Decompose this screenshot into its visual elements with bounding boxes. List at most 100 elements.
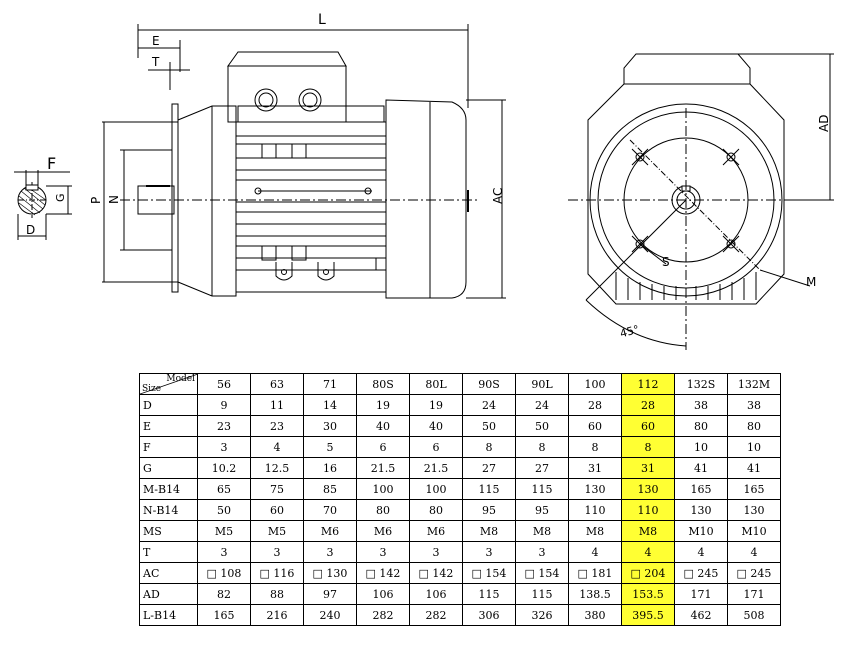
table-cell: 30 <box>303 415 357 437</box>
table-cell: 14 <box>303 394 357 416</box>
table-cell: 21.5 <box>356 457 410 479</box>
table-cell: 3 <box>462 541 516 563</box>
table-cell: 3 <box>515 541 569 563</box>
table-cell: 80 <box>409 499 463 521</box>
table-cell: 31 <box>621 457 675 479</box>
table-row: AC□ 108□ 116□ 130□ 142□ 142□ 154□ 154□ 1… <box>139 562 781 584</box>
table-cell: 23 <box>197 415 251 437</box>
table-cell: 171 <box>674 583 728 605</box>
table-cell: 4 <box>674 541 728 563</box>
table-cell: 27 <box>462 457 516 479</box>
table-cell: 28 <box>568 394 622 416</box>
table-cell: 130 <box>674 499 728 521</box>
dim-label-e: E <box>152 34 160 48</box>
table-cell: M5 <box>197 520 251 542</box>
column-header-model: 112 <box>621 373 675 395</box>
dim-label-t: T <box>151 55 160 69</box>
table-cell: 85 <box>303 478 357 500</box>
table-cell: 171 <box>727 583 781 605</box>
table-cell: 462 <box>674 604 728 626</box>
table-cell: 106 <box>409 583 463 605</box>
row-label: MS <box>139 520 198 542</box>
row-label: AC <box>139 562 198 584</box>
table-corner-cell: Model Size <box>139 373 198 395</box>
table-cell: 19 <box>356 394 410 416</box>
table-cell: 165 <box>674 478 728 500</box>
row-label: D <box>139 394 198 416</box>
table-cell: 19 <box>409 394 463 416</box>
table-cell: 24 <box>515 394 569 416</box>
table-cell: 10 <box>727 436 781 458</box>
dim-label-ad: AD <box>817 115 831 132</box>
row-label: AD <box>139 583 198 605</box>
table-cell: 282 <box>356 604 410 626</box>
motor-front-view: S M AD 45° <box>568 53 834 350</box>
table-cell: 60 <box>621 415 675 437</box>
table-cell: M5 <box>250 520 304 542</box>
table-cell: 165 <box>197 604 251 626</box>
table-cell: 40 <box>409 415 463 437</box>
dim-label-angle: 45° <box>619 323 641 341</box>
table-cell: 110 <box>621 499 675 521</box>
table-cell: 38 <box>727 394 781 416</box>
table-cell: 380 <box>568 604 622 626</box>
table-cell: 40 <box>356 415 410 437</box>
table-cell: 240 <box>303 604 357 626</box>
table-cell: 27 <box>515 457 569 479</box>
table-cell: 95 <box>515 499 569 521</box>
table-cell: M8 <box>515 520 569 542</box>
table-cell: 3 <box>197 541 251 563</box>
table-cell: 60 <box>568 415 622 437</box>
table-cell: 100 <box>409 478 463 500</box>
table-cell: 3 <box>356 541 410 563</box>
table-cell: 10.2 <box>197 457 251 479</box>
table-cell: 97 <box>303 583 357 605</box>
table-cell: 115 <box>515 583 569 605</box>
corner-diagonal <box>140 374 197 394</box>
table-cell: 4 <box>250 436 304 458</box>
table-cell: 4 <box>727 541 781 563</box>
table-cell: 11 <box>250 394 304 416</box>
dim-label-d: D <box>26 223 35 237</box>
table-cell: 6 <box>356 436 410 458</box>
table-cell: 100 <box>356 478 410 500</box>
table-cell: 60 <box>250 499 304 521</box>
table-cell: 50 <box>515 415 569 437</box>
dim-label-f: F <box>47 154 56 173</box>
table-cell: 115 <box>462 478 516 500</box>
table-cell: 80 <box>727 415 781 437</box>
table-cell: 395.5 <box>621 604 675 626</box>
column-header-model: 56 <box>197 373 251 395</box>
table-cell: M6 <box>409 520 463 542</box>
row-label: L-B14 <box>139 604 198 626</box>
table-cell: 41 <box>674 457 728 479</box>
table-cell: 38 <box>674 394 728 416</box>
dim-label-l: L <box>318 12 326 28</box>
table-cell: 95 <box>462 499 516 521</box>
column-header-model: 90L <box>515 373 569 395</box>
column-header-model: 132S <box>674 373 728 395</box>
row-label: E <box>139 415 198 437</box>
table-cell: 4 <box>621 541 675 563</box>
table-cell: 88 <box>250 583 304 605</box>
column-header-model: 100 <box>568 373 622 395</box>
corner-label-model: Model <box>166 374 195 384</box>
table-cell: □ 154 <box>515 562 569 584</box>
table-cell: 65 <box>197 478 251 500</box>
table-cell: 326 <box>515 604 569 626</box>
table-cell: 31 <box>568 457 622 479</box>
dim-label-n: N <box>107 195 121 204</box>
table-cell: □ 204 <box>621 562 675 584</box>
table-cell: 9 <box>197 394 251 416</box>
table-cell: 216 <box>250 604 304 626</box>
table-cell: 8 <box>621 436 675 458</box>
table-cell: 16 <box>303 457 357 479</box>
table-cell: 10 <box>674 436 728 458</box>
row-label: N-B14 <box>139 499 198 521</box>
row-label: G <box>139 457 198 479</box>
